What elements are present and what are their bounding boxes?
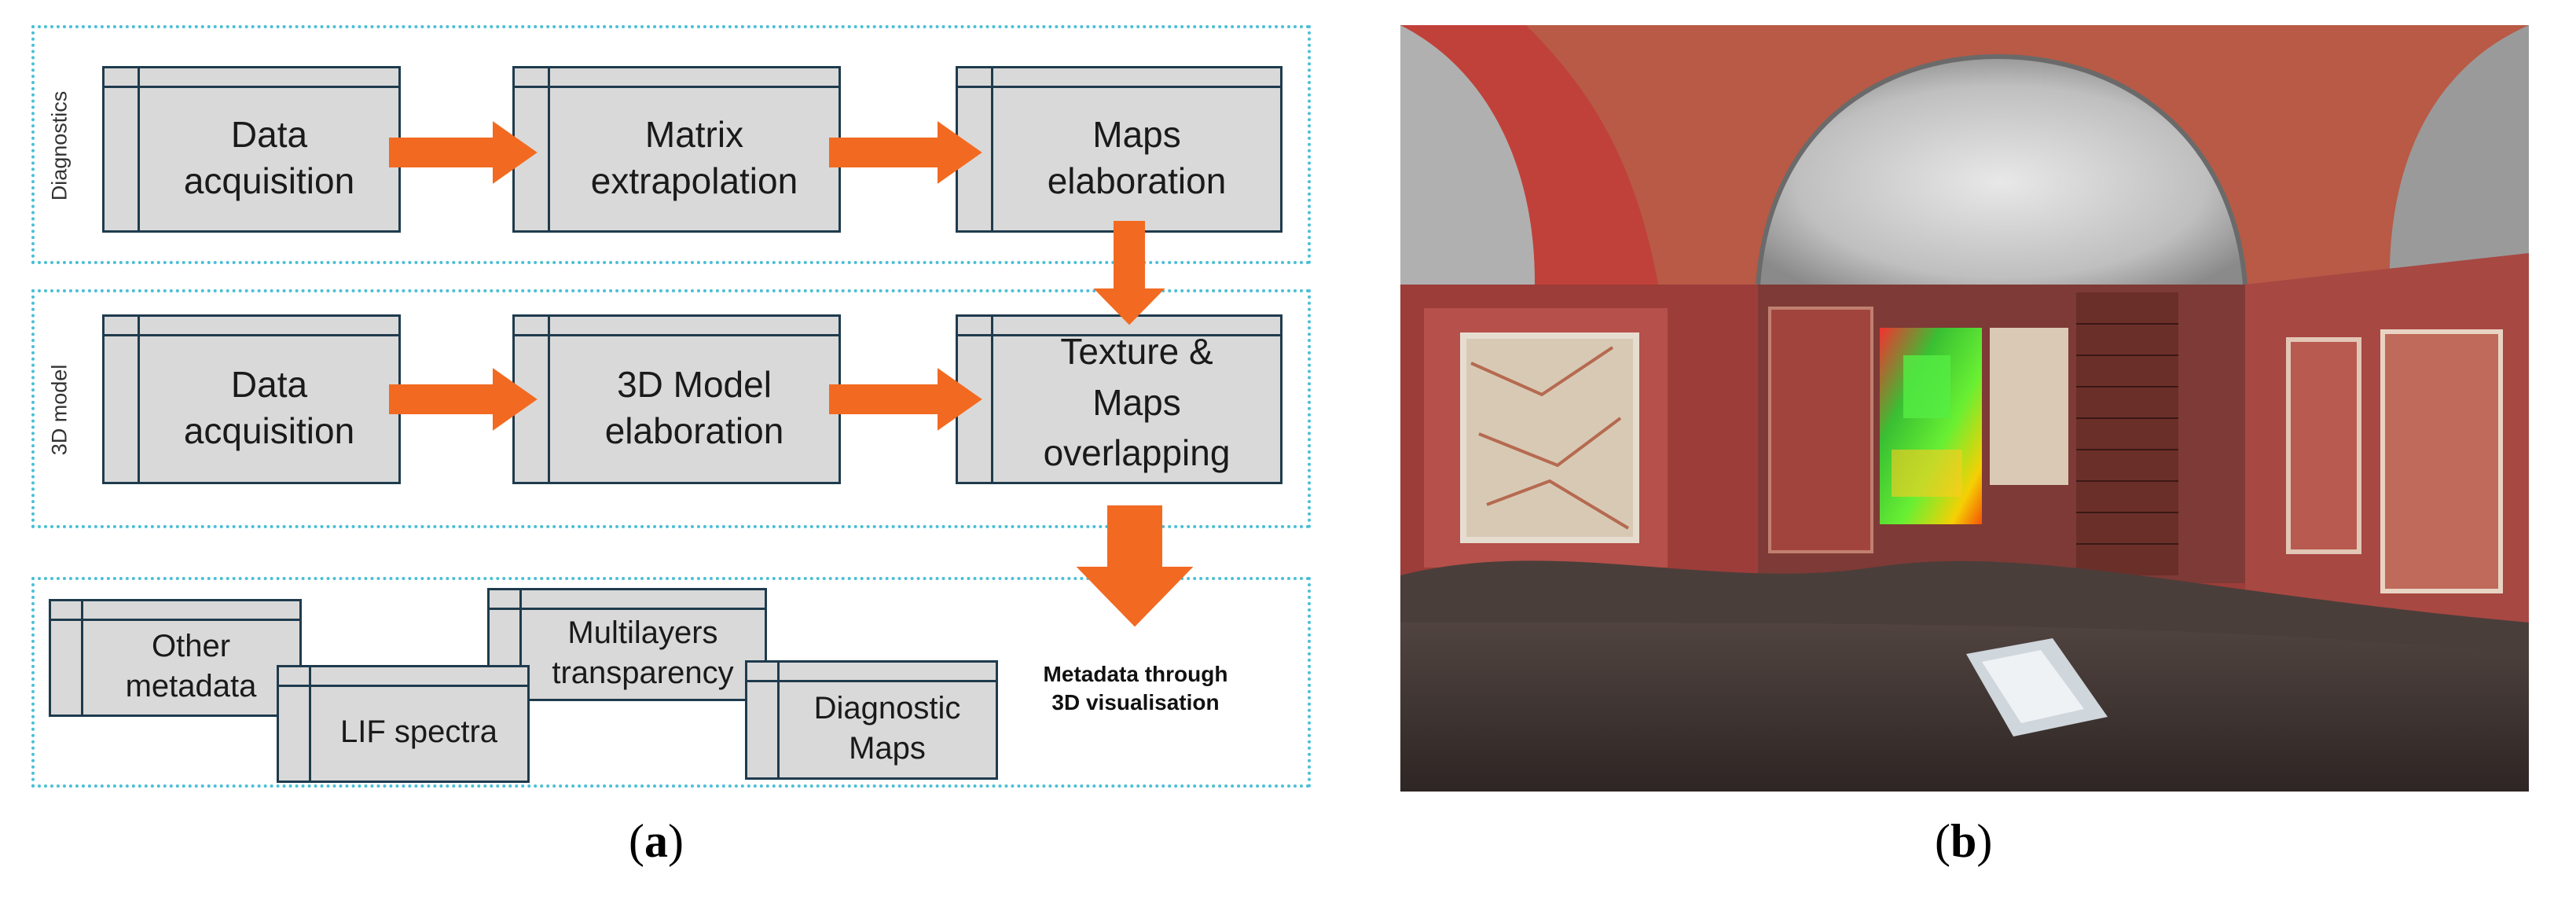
3d-model-panel <box>31 289 1311 528</box>
box-label: Data acquisition <box>183 364 355 451</box>
figure-label-a: (a) <box>629 815 684 867</box>
3d-model-elaboration-box: 3D Model elaboration <box>512 314 841 484</box>
box-label: 3D Model elaboration <box>604 364 784 451</box>
big-arrow-down-icon <box>1076 505 1194 627</box>
box-label: Diagnostic Maps <box>813 690 961 766</box>
texture-maps-overlapping-box: Texture & Maps overlapping <box>956 314 1282 484</box>
3d-data-acquisition-box: Data acquisition <box>102 314 401 484</box>
arrow-down-icon <box>1093 221 1165 325</box>
metadata-panel <box>31 577 1311 788</box>
maps-elaboration-box: Maps elaboration <box>956 66 1282 233</box>
box-label: Matrix extrapolation <box>590 114 798 201</box>
lif-spectra-box: LIF spectra <box>277 665 530 783</box>
arrow-right-icon <box>829 368 982 431</box>
diagnostics-panel <box>31 25 1311 264</box>
box-label: Maps elaboration <box>1047 114 1227 201</box>
other-metadata-box: Other metadata <box>49 599 302 717</box>
box-label: Texture & Maps overlapping <box>1043 331 1231 474</box>
box-label: Other metadata <box>125 628 257 703</box>
arrow-right-icon <box>389 368 538 431</box>
box-label: Data acquisition <box>183 114 355 201</box>
arrow-right-icon <box>389 121 538 184</box>
arrow-right-icon <box>829 121 982 184</box>
box-label: Multilayers transparency <box>552 615 734 690</box>
matrix-extrapolation-box: Matrix extrapolation <box>512 66 841 233</box>
metadata-caption: Metadata through 3D visualisation <box>1043 662 1228 715</box>
box-label: LIF spectra <box>339 714 498 750</box>
fresco-room-3d-model-image <box>1400 25 2529 792</box>
figure-label-b: (b) <box>1935 815 1993 867</box>
diagnostic-maps-box: Diagnostic Maps <box>745 660 998 780</box>
fresco-room-photo <box>1400 25 2529 792</box>
diagnostics-data-acquisition-box: Data acquisition <box>102 66 401 233</box>
multilayers-transparency-box: Multilayers transparency <box>487 588 767 701</box>
